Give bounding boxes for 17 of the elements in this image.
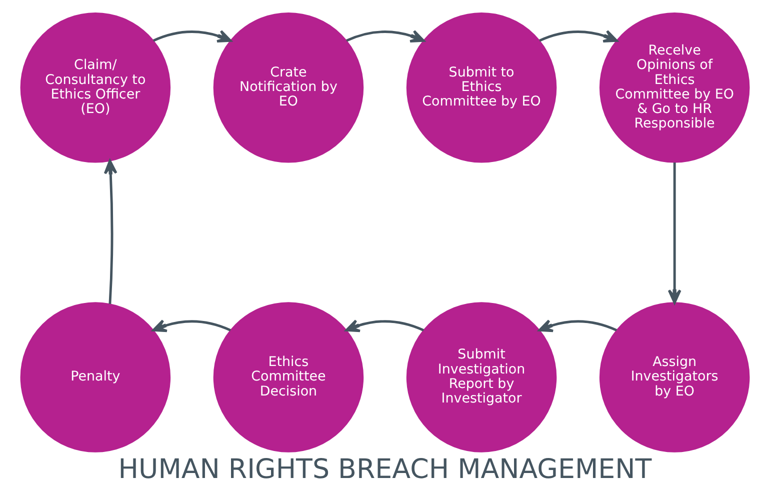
arrow: [538, 30, 618, 43]
arrow: [152, 30, 232, 43]
node-circle: Claim/ Consultancy to Ethics Officer (EO): [20, 12, 170, 163]
node-circle: Ethics Committee Decision: [212, 302, 364, 452]
arrow: [103, 160, 117, 304]
arrow: [344, 319, 424, 332]
node-circle: Crate Notification by EO: [212, 12, 364, 163]
node-circle: Recelve Opinions of Ethics Committee by EO & Go to HR Responsible: [598, 12, 750, 163]
node-circle: Penalty: [20, 302, 170, 452]
arrow: [667, 162, 681, 304]
diagram-title: HUMAN RIGHTS BREACH MANAGEMENT: [118, 454, 652, 486]
arrow: [346, 30, 424, 43]
arrow: [152, 319, 230, 332]
node-circle: Submit Investigation Report by Investigator: [406, 302, 556, 452]
node-circle: Submit to Ethics Committee by EO: [406, 12, 556, 163]
arrow: [538, 319, 617, 332]
node-circle: Assign Investigators by EO: [598, 302, 750, 452]
